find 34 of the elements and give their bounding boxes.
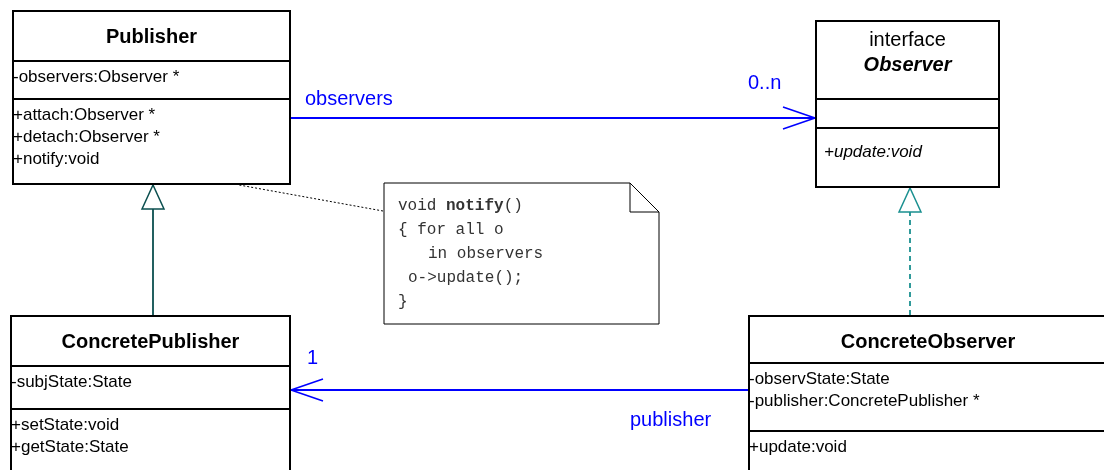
class-box xyxy=(12,10,291,185)
class-box xyxy=(748,315,1104,470)
multiplicity-label: 0..n xyxy=(748,70,782,94)
arrow xyxy=(898,187,922,316)
class-box xyxy=(10,315,291,470)
class-name: Observer xyxy=(863,52,952,76)
code-line: o->update(); xyxy=(407,268,525,289)
operation: +detach:Observer * xyxy=(13,126,161,148)
attribute: -observers:Observer * xyxy=(13,66,181,88)
stereotype: interface xyxy=(869,27,946,52)
code-line: { for all o xyxy=(398,220,505,241)
operation: +attach:Observer * xyxy=(13,104,157,126)
class-name: ConcretePublisher xyxy=(61,329,240,354)
operation: +update:void xyxy=(749,436,848,458)
class-name: Publisher xyxy=(105,24,198,49)
arrow xyxy=(290,378,749,402)
edge-label: publisher xyxy=(630,407,712,431)
attribute: -observState:State xyxy=(749,368,891,390)
code-line: } xyxy=(398,292,409,313)
code-line: in observers xyxy=(427,244,544,265)
attribute: -publisher:ConcretePublisher * xyxy=(749,390,981,412)
class-box xyxy=(815,20,1000,188)
class-name: ConcreteObserver xyxy=(840,329,1016,354)
operation: +getState:State xyxy=(11,436,130,458)
arrow xyxy=(141,184,165,316)
operation: +setState:void xyxy=(11,414,121,436)
code-line: void notify() xyxy=(398,196,524,217)
edge-label: observers xyxy=(305,86,393,110)
attribute: -subjState:State xyxy=(11,371,133,393)
note xyxy=(383,182,660,325)
operation: +notify:void xyxy=(13,148,101,170)
arrow xyxy=(290,106,816,130)
multiplicity-label: 1 xyxy=(307,345,319,369)
operation: +update:void xyxy=(823,141,924,163)
